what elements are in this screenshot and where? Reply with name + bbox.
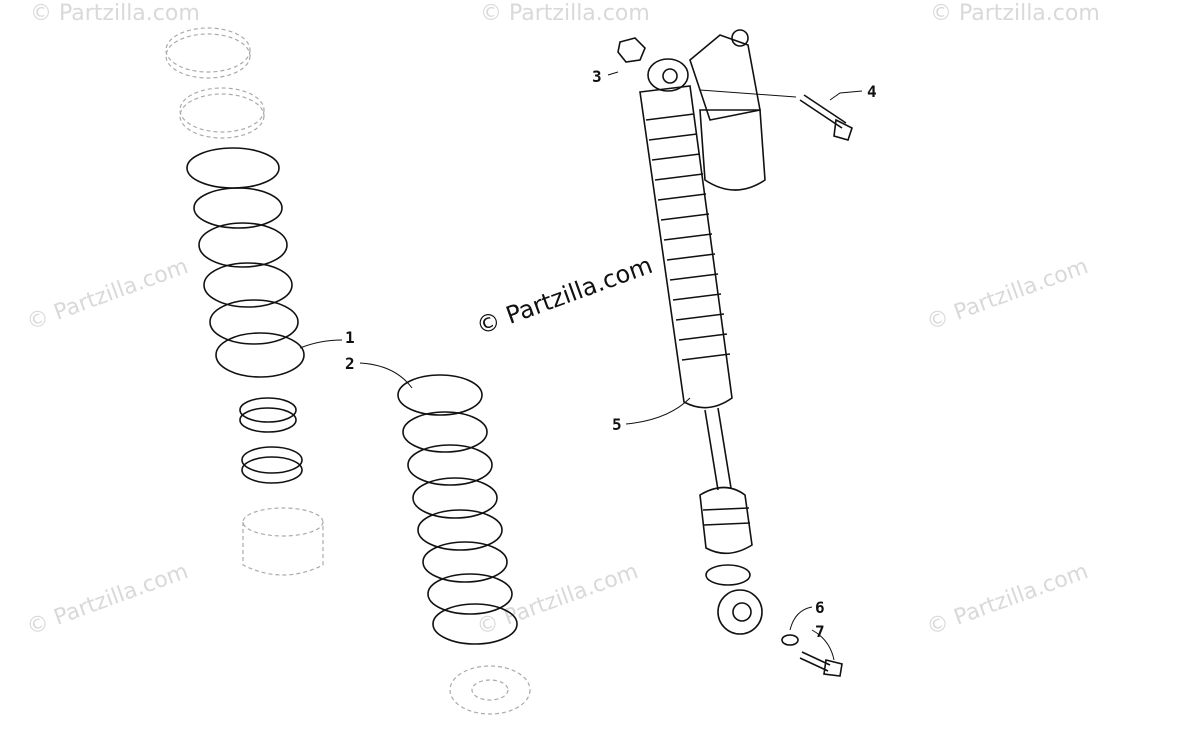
ghost-rings-left — [165, 27, 265, 139]
leader-lines — [299, 71, 863, 661]
main-watermark: © Partzilla.com — [472, 251, 656, 341]
watermark: © Partzilla.com — [924, 254, 1092, 336]
watermark: © Partzilla.com — [24, 559, 192, 641]
callouts: 1 2 3 4 5 6 7 — [345, 67, 877, 641]
watermark: © Partzilla.com — [480, 1, 650, 26]
watermark: © Partzilla.com — [930, 1, 1100, 26]
spring-2 — [397, 374, 518, 645]
watermarks: © Partzilla.com © Partzilla.com © Partzi… — [24, 1, 1100, 641]
watermark: © Partzilla.com — [24, 254, 192, 336]
callout-7: 7 — [815, 622, 825, 641]
split-washer — [449, 665, 531, 715]
callout-6: 6 — [815, 598, 825, 617]
callout-3: 3 — [592, 67, 602, 86]
collars-left — [239, 397, 324, 576]
spring-1 — [186, 147, 305, 378]
callout-1: 1 — [345, 328, 355, 347]
watermark: © Partzilla.com — [30, 1, 200, 26]
shock-absorber — [639, 29, 766, 635]
watermark: © Partzilla.com — [474, 559, 642, 641]
callout-2: 2 — [345, 354, 355, 373]
callout-4: 4 — [867, 82, 877, 101]
callout-5: 5 — [612, 415, 622, 434]
hardware — [617, 37, 853, 677]
watermark: © Partzilla.com — [924, 559, 1092, 641]
